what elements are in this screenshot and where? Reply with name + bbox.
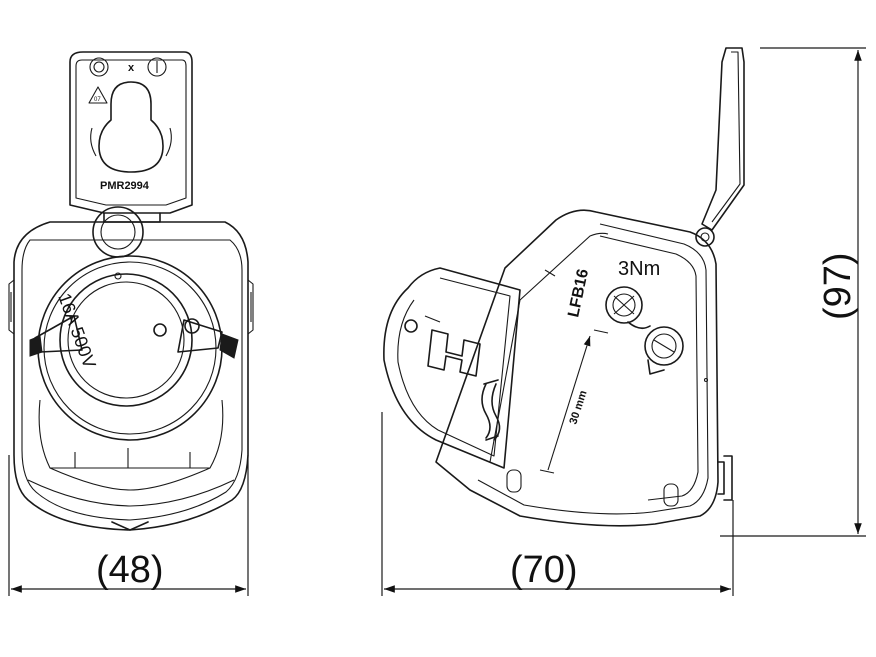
rotary-dial: 16A 500V — [29, 255, 239, 441]
dimension-label-97: (97) — [817, 252, 859, 320]
depth-label: 30 mm — [567, 389, 589, 426]
model-label: LFB16 — [565, 267, 592, 318]
padlock-tag-side — [695, 47, 745, 247]
padlock-tag: x 07 PMR2994 — [69, 51, 193, 223]
torque-label: 3Nm — [618, 258, 660, 280]
depth-mark: 30 mm — [539, 329, 609, 474]
dimension-width-side: (70) — [381, 412, 734, 596]
dimension-width-front: (48) — [8, 455, 249, 596]
recycle-icon: 07 — [88, 86, 108, 104]
plug-housing-front — [8, 206, 254, 531]
tag-code: PMR2994 — [100, 180, 150, 192]
socket-head-side — [383, 267, 521, 469]
tag-symbol-x: x — [128, 62, 135, 74]
front-view: x 07 PMR2994 — [8, 51, 254, 596]
svg-text:07: 07 — [94, 97, 101, 103]
dimension-label-48: (48) — [96, 549, 164, 591]
plug-housing-side — [435, 209, 733, 527]
lock-open-icon — [89, 57, 109, 77]
side-view: 3Nm LFB16 30 mm (70) — [381, 47, 866, 596]
dimension-label-70: (70) — [510, 549, 578, 591]
terminal-screws: 3Nm LFB16 — [565, 258, 684, 375]
dimension-height-side: (97) — [720, 47, 866, 537]
lock-closed-icon — [147, 57, 167, 77]
